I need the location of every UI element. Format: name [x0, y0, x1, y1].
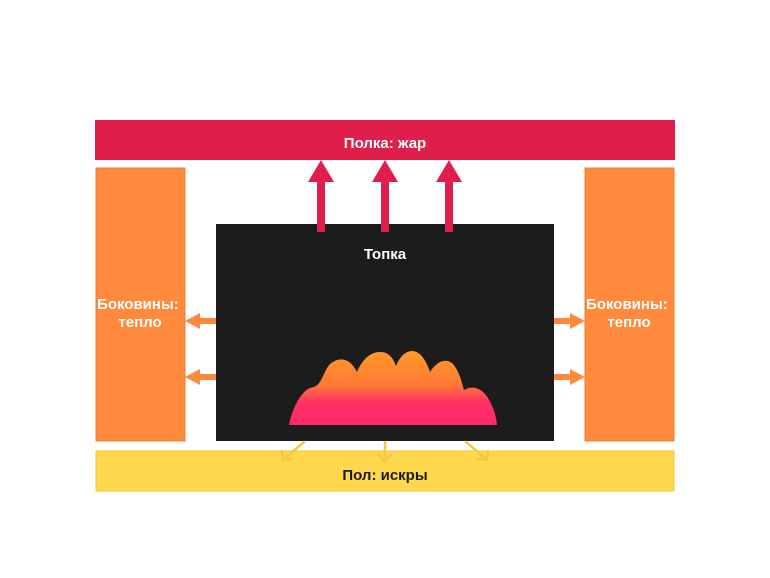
spark-arrows-down — [280, 440, 490, 464]
arrow-right-2 — [554, 369, 585, 385]
flame-shape — [289, 351, 497, 425]
side-right-line2: тепло — [607, 314, 650, 331]
shelf-box — [95, 120, 675, 160]
spark-arrow-1 — [280, 440, 306, 462]
arrow-left-2 — [185, 369, 216, 385]
side-panel-left-label: Боковины: тепло — [97, 296, 183, 331]
spark-arrow-2 — [377, 440, 393, 464]
side-left-line2: тепло — [118, 314, 161, 331]
heat-arrows-left — [185, 313, 216, 385]
side-panel-left — [95, 167, 186, 442]
side-panel-right-label: Боковины: тепло — [586, 296, 672, 331]
spark-arrow-3 — [464, 440, 490, 462]
shelf-label: Полка: жар — [344, 135, 426, 152]
side-right-line1: Боковины: — [586, 296, 668, 313]
side-panel-right — [584, 167, 675, 442]
side-left-line1: Боковины: — [97, 296, 179, 313]
arrow-left-1 — [185, 313, 216, 329]
firebox-label: Топка — [364, 246, 407, 263]
arrow-up-2 — [372, 160, 398, 232]
arrow-right-1 — [554, 313, 585, 329]
floor-label: Пол: искры — [342, 467, 427, 484]
heat-arrows-up — [308, 160, 462, 232]
heat-arrows-right — [554, 313, 585, 385]
arrow-up-1 — [308, 160, 334, 232]
arrow-up-3 — [436, 160, 462, 232]
